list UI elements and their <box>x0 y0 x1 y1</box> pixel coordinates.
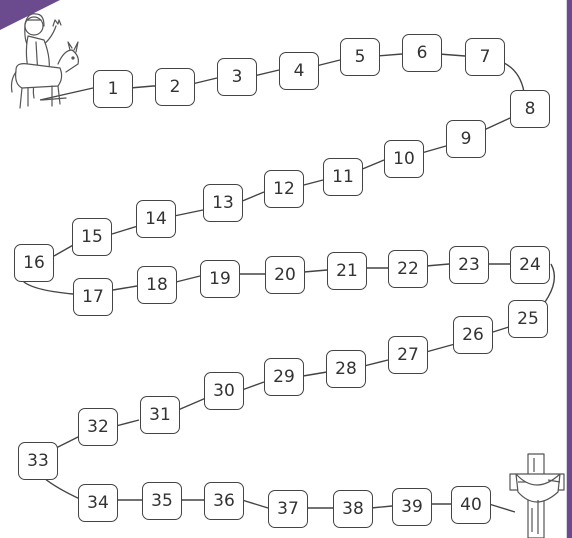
square-27: 27 <box>388 336 428 374</box>
square-10: 10 <box>384 140 424 178</box>
square-16: 16 <box>14 244 54 282</box>
square-4: 4 <box>279 52 319 90</box>
square-6: 6 <box>402 34 442 72</box>
square-25: 25 <box>508 300 548 338</box>
cross-icon <box>508 452 566 538</box>
square-18: 18 <box>137 266 177 304</box>
square-38: 38 <box>333 490 373 528</box>
square-9: 9 <box>446 120 486 158</box>
square-3: 3 <box>217 58 257 96</box>
square-24: 24 <box>510 246 550 284</box>
square-2: 2 <box>155 68 195 106</box>
square-31: 31 <box>140 396 180 434</box>
square-23: 23 <box>449 246 489 284</box>
square-14: 14 <box>136 200 176 238</box>
square-11: 11 <box>323 158 363 196</box>
square-1: 1 <box>93 70 133 108</box>
square-30: 30 <box>204 372 244 410</box>
square-32: 32 <box>78 408 118 446</box>
square-28: 28 <box>326 350 366 388</box>
square-20: 20 <box>265 256 305 294</box>
square-36: 36 <box>204 482 244 520</box>
square-22: 22 <box>388 250 428 288</box>
donkey-rider-icon <box>6 6 86 110</box>
square-26: 26 <box>453 316 493 354</box>
square-19: 19 <box>200 260 240 298</box>
square-21: 21 <box>327 252 367 290</box>
square-35: 35 <box>142 482 182 520</box>
square-40: 40 <box>451 486 491 524</box>
square-15: 15 <box>72 218 112 256</box>
square-33: 33 <box>18 442 58 480</box>
square-29: 29 <box>264 358 304 396</box>
square-8: 8 <box>510 90 550 128</box>
square-17: 17 <box>73 278 113 316</box>
square-37: 37 <box>268 490 308 528</box>
square-5: 5 <box>340 38 380 76</box>
square-39: 39 <box>392 488 432 526</box>
square-13: 13 <box>203 184 243 222</box>
square-12: 12 <box>264 170 304 208</box>
square-7: 7 <box>465 38 505 76</box>
square-34: 34 <box>78 484 118 522</box>
